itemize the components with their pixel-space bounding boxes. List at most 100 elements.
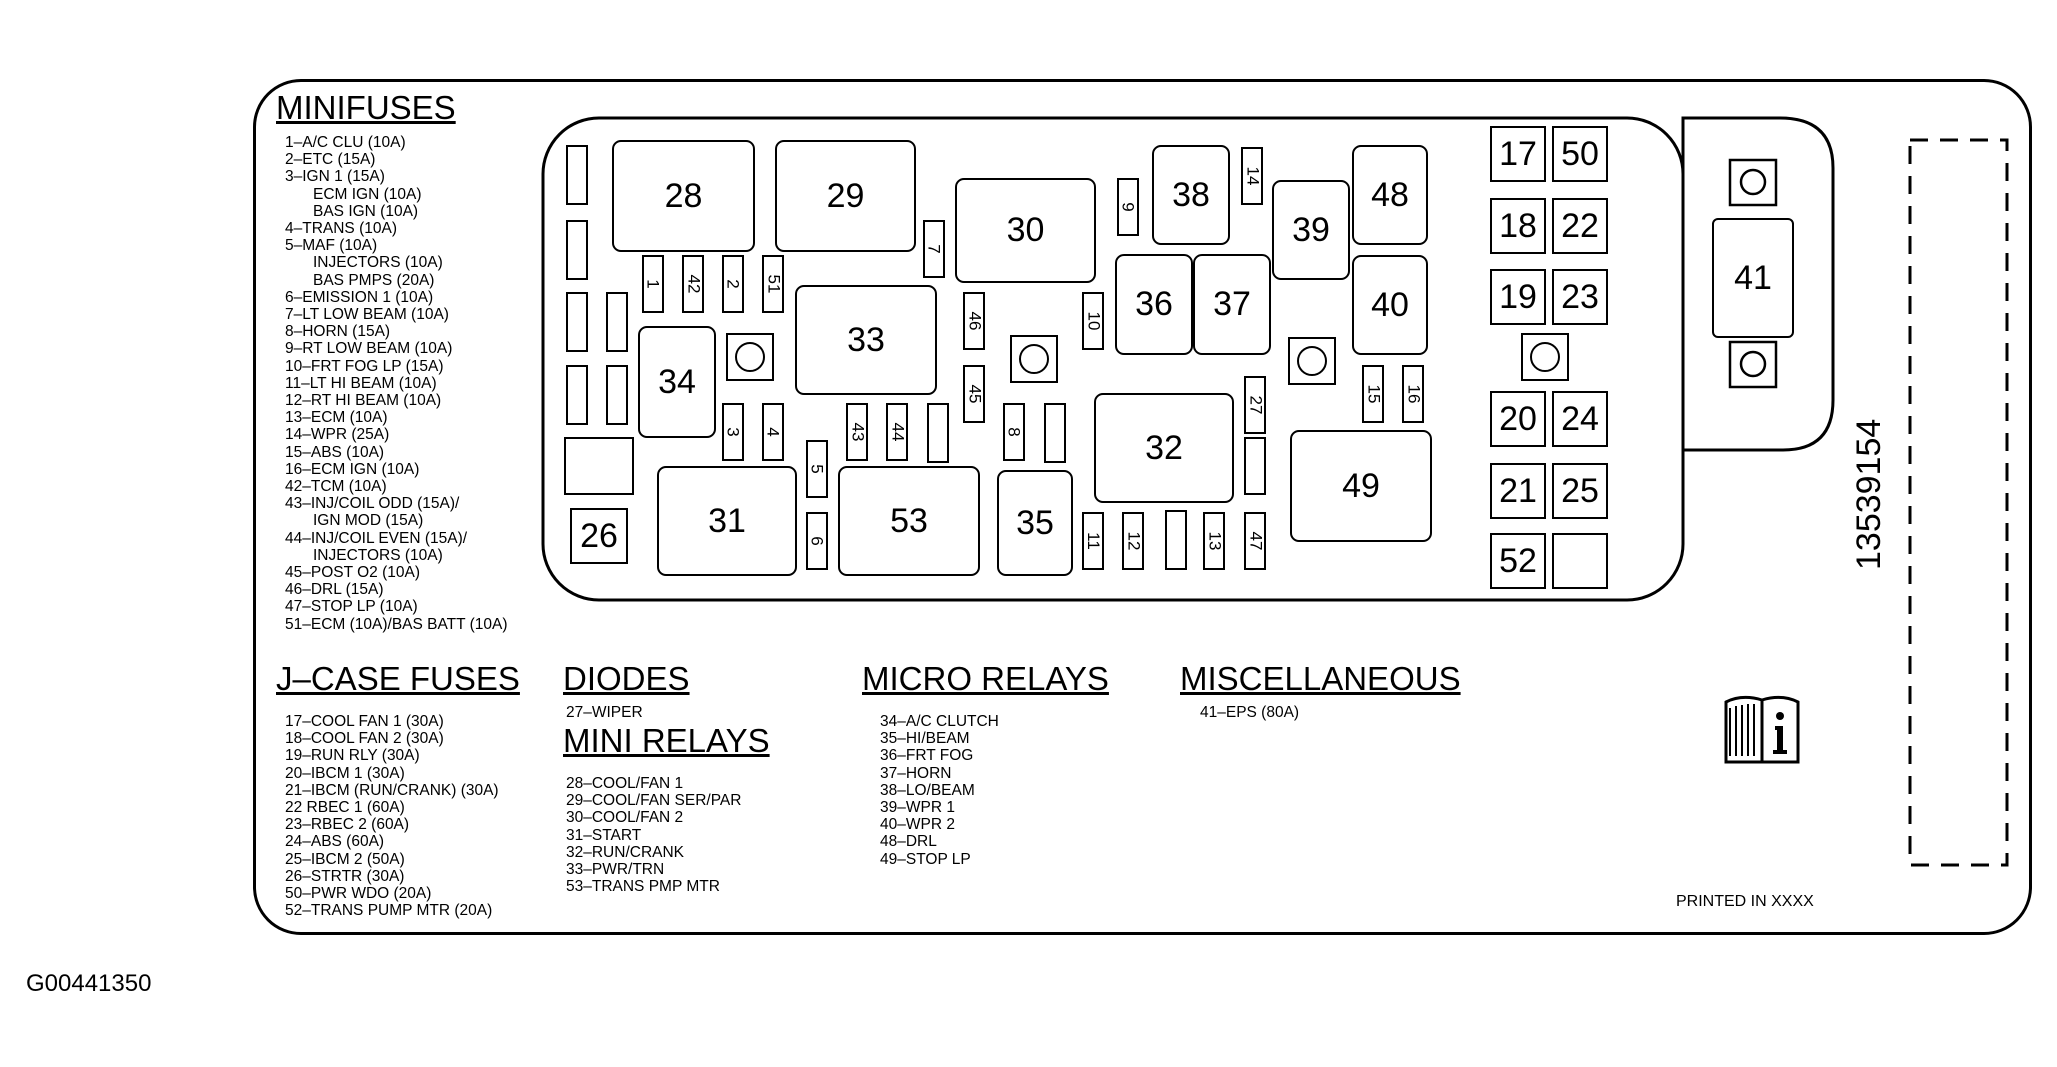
legend-entry: 44–INJ/COIL EVEN (15A)/ bbox=[285, 529, 468, 547]
legend-entry: 49–STOP LP bbox=[880, 850, 971, 868]
legend-entry: BAS IGN (10A) bbox=[313, 202, 419, 220]
legend-entry: 53–TRANS PMP MTR bbox=[566, 878, 720, 896]
fuse-46: 46 bbox=[963, 292, 985, 350]
fuse-42: 42 bbox=[682, 255, 704, 313]
jcase-52: 52 bbox=[1490, 533, 1546, 589]
fuse-7: 7 bbox=[923, 220, 945, 278]
legend-entry: 43–INJ/COIL ODD (15A)/ bbox=[285, 495, 460, 513]
blank-slot bbox=[606, 292, 628, 352]
blank-slot bbox=[927, 403, 949, 463]
legend-entry: 41–EPS (80A) bbox=[1200, 704, 1300, 721]
fuse-16: 16 bbox=[1402, 365, 1424, 423]
minifuses-list: 1–A/C CLU (10A)2–ETC (15A)3–IGN 1 (15A)E… bbox=[285, 134, 508, 633]
legend-entry: 25–IBCM 2 (50A) bbox=[285, 850, 405, 868]
legend-entry: 45–POST O2 (10A) bbox=[285, 564, 420, 582]
legend-entry: 40–WPR 2 bbox=[880, 816, 955, 834]
relay-37: 37 bbox=[1193, 254, 1271, 355]
fuse-2: 2 bbox=[722, 255, 744, 313]
legend-entry: 31–START bbox=[566, 826, 642, 844]
minifuses-heading: MINIFUSES bbox=[276, 89, 456, 126]
relay-34: 34 bbox=[638, 326, 716, 438]
legend-entry: 22 RBEC 1 (60A) bbox=[285, 799, 405, 817]
legend-entry: 26–STRTR (30A) bbox=[285, 867, 405, 885]
fuse-45: 45 bbox=[963, 365, 985, 423]
jcase-18: 18 bbox=[1490, 198, 1546, 254]
misc-list: 41–EPS (80A) bbox=[1200, 704, 1299, 721]
blank-slot bbox=[1044, 403, 1066, 463]
legend-entry: 37–HORN bbox=[880, 764, 952, 782]
legend-entry: 30–COOL/FAN 2 bbox=[566, 809, 684, 827]
blank-slot bbox=[566, 145, 588, 205]
legend-entry: 5–MAF (10A) bbox=[285, 237, 378, 255]
relay-30: 30 bbox=[955, 178, 1096, 283]
legend-entry: ECM IGN (10A) bbox=[313, 185, 422, 203]
legend-entry: 12–RT HI BEAM (10A) bbox=[285, 392, 442, 410]
fuse-44: 44 bbox=[886, 403, 908, 461]
legend-entry: 34–A/C CLUTCH bbox=[880, 713, 999, 730]
legend-entry: 20–IBCM 1 (30A) bbox=[285, 764, 405, 782]
jcase-21: 21 bbox=[1490, 463, 1546, 519]
legend-entry: 2–ETC (15A) bbox=[285, 151, 376, 169]
jcase-23: 23 bbox=[1552, 269, 1608, 325]
legend-entry: 36–FRT FOG bbox=[880, 747, 974, 765]
jcase-50: 50 bbox=[1552, 126, 1608, 182]
fuse-10: 10 bbox=[1082, 292, 1104, 350]
legend-entry: 21–IBCM (RUN/CRANK) (30A) bbox=[285, 781, 499, 799]
fuse-3: 3 bbox=[722, 403, 744, 461]
legend-entry: 35–HI/BEAM bbox=[880, 730, 970, 748]
relay-40: 40 bbox=[1352, 255, 1428, 355]
legend-entry: 14–WPR (25A) bbox=[285, 426, 390, 444]
legend-entry: 33–PWR/TRN bbox=[566, 861, 665, 879]
legend-entry: 7–LT LOW BEAM (10A) bbox=[285, 306, 449, 324]
diodes-heading: DIODES bbox=[563, 660, 690, 697]
relay-53: 53 bbox=[838, 466, 980, 576]
legend-entry: 6–EMISSION 1 (10A) bbox=[285, 288, 434, 306]
jcase-41: 41 bbox=[1712, 218, 1794, 338]
relay-31: 31 bbox=[657, 466, 797, 576]
fuse-15: 15 bbox=[1362, 365, 1384, 423]
fuse-1: 1 bbox=[642, 255, 664, 313]
fuse-4: 4 bbox=[762, 403, 784, 461]
fuse-12: 12 bbox=[1122, 512, 1144, 570]
legend-entry: 29–COOL/FAN SER/PAR bbox=[566, 792, 742, 810]
stud-1 bbox=[726, 333, 774, 381]
blank-slot bbox=[1165, 510, 1187, 570]
relay-32: 32 bbox=[1094, 393, 1234, 503]
legend-entry: 19–RUN RLY (30A) bbox=[285, 747, 420, 765]
figure-id: G00441350 bbox=[26, 970, 152, 997]
legend-entry: 8–HORN (15A) bbox=[285, 323, 391, 341]
legend-entry: 52–TRANS PUMP MTR (20A) bbox=[285, 902, 493, 920]
fuse-51: 51 bbox=[762, 255, 784, 313]
legend-entry: 1–A/C CLU (10A) bbox=[285, 134, 406, 151]
legend-entry: 39–WPR 1 bbox=[880, 799, 955, 817]
blank-slot bbox=[1244, 437, 1266, 495]
relay-28: 28 bbox=[612, 140, 755, 252]
legend-entry: 51–ECM (10A)/BAS BATT (10A) bbox=[285, 615, 508, 633]
blank-slot bbox=[564, 437, 634, 495]
legend-entry: 16–ECM IGN (10A) bbox=[285, 460, 420, 478]
jcase-list: 17–COOL FAN 1 (30A)18–COOL FAN 2 (30A)19… bbox=[285, 713, 499, 919]
legend-entry: 50–PWR WDO (20A) bbox=[285, 885, 432, 903]
diodes-list: 27–WIPER bbox=[566, 704, 643, 721]
relay-33: 33 bbox=[795, 285, 937, 395]
fuse-8: 8 bbox=[1003, 403, 1025, 461]
relay-39: 39 bbox=[1272, 180, 1350, 280]
relay-38: 38 bbox=[1152, 145, 1230, 245]
legend-entry: 48–DRL bbox=[880, 833, 937, 851]
legend-entry: INJECTORS (10A) bbox=[313, 254, 443, 272]
jcase-22: 22 bbox=[1552, 198, 1608, 254]
legend-entry: 3–IGN 1 (15A) bbox=[285, 168, 385, 186]
info-book-icon bbox=[1724, 695, 1800, 764]
part-number: 13539154 bbox=[1850, 418, 1888, 570]
jcase-blank bbox=[1552, 533, 1608, 589]
legend-entry: 28–COOL/FAN 1 bbox=[566, 775, 684, 792]
legend-entry: 15–ABS (10A) bbox=[285, 443, 385, 461]
legend-entry: 10–FRT FOG LP (15A) bbox=[285, 357, 444, 375]
jcase-heading: J–CASE FUSES bbox=[276, 660, 520, 697]
blank-slot bbox=[566, 220, 588, 280]
blank-slot bbox=[566, 365, 588, 425]
legend-entry: 9–RT LOW BEAM (10A) bbox=[285, 340, 453, 358]
legend-entry: 13–ECM (10A) bbox=[285, 409, 388, 427]
legend-entry: 18–COOL FAN 2 (30A) bbox=[285, 730, 444, 748]
